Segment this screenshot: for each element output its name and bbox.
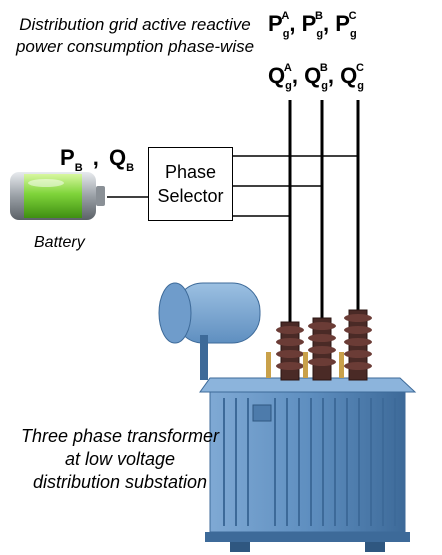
phase-conductors (288, 100, 360, 325)
phase-selector-box: Phase Selector (148, 147, 233, 221)
selector-label-line1: Phase (164, 162, 217, 182)
battery-icon (10, 172, 105, 220)
qg-formula: QgA, QgB, QgC (268, 62, 364, 92)
transformer-caption: Three phase transformer at low voltage d… (20, 426, 220, 492)
grid-caption: Distribution grid active reactive power … (15, 15, 255, 56)
phase-wires (233, 155, 358, 217)
battery-label: Battery (34, 234, 85, 251)
selector-label-line2: Selector (157, 186, 224, 206)
transformer-image (158, 282, 417, 552)
pg-formula: PgA, PgB, PgC (268, 10, 357, 40)
battery-power-formula: PB , QB (60, 145, 135, 174)
